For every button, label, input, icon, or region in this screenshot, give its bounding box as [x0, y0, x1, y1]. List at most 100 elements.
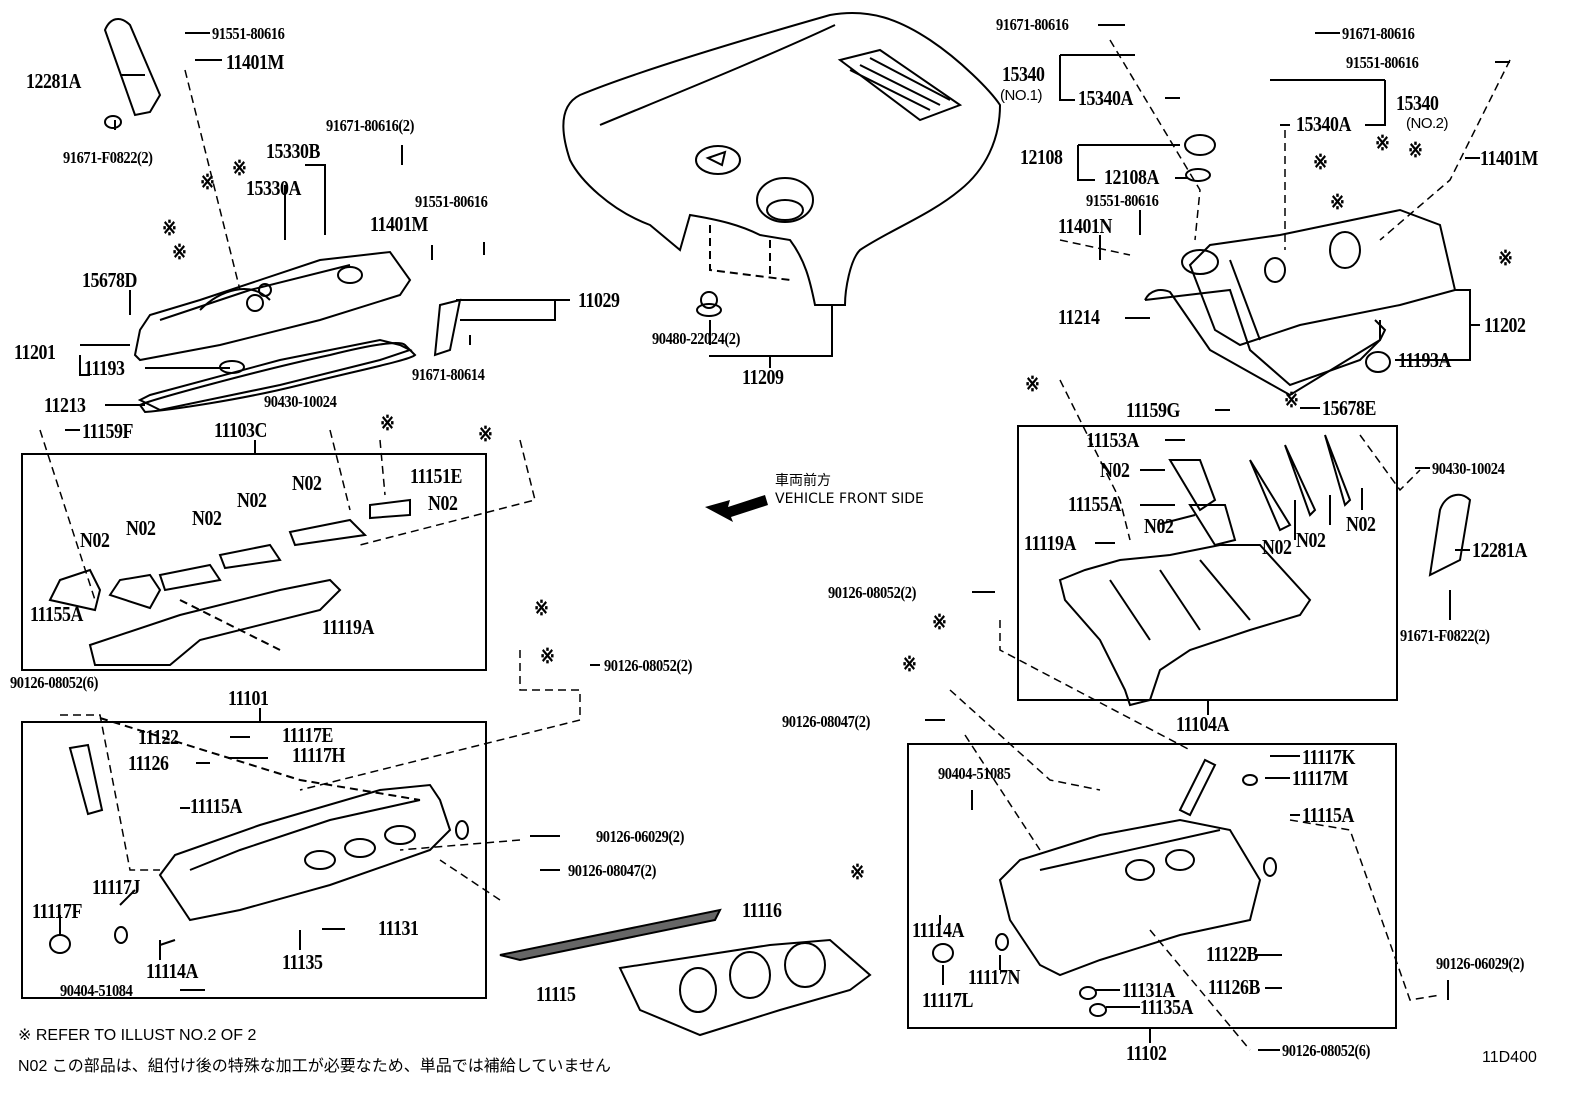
part-label[interactable]: 15340A — [1296, 112, 1351, 136]
part-label[interactable]: 90126-06029(2) — [596, 827, 684, 846]
part-label[interactable]: 11202 — [1484, 313, 1526, 337]
part-label[interactable]: 11159F — [82, 419, 134, 443]
n02-label[interactable]: N02 — [126, 516, 156, 540]
part-label[interactable]: 11135 — [282, 950, 323, 974]
part-label[interactable]: 90430-10024 — [1432, 459, 1505, 478]
part-label[interactable]: 11209 — [742, 365, 784, 389]
part-label[interactable]: 90126-08047(2) — [782, 712, 870, 731]
diagram-code: 11D400 — [1482, 1049, 1537, 1066]
part-label[interactable]: 11401M — [370, 212, 428, 236]
part-label[interactable]: 11155A — [1068, 492, 1122, 516]
part-label[interactable]: 11193A — [1398, 348, 1452, 372]
part-label[interactable]: 15678D — [82, 268, 137, 292]
part-label[interactable]: 91671-F0822(2) — [1400, 626, 1490, 645]
part-label[interactable]: 91551-80616 — [1086, 191, 1159, 210]
part-label[interactable]: 90430-10024 — [264, 392, 337, 411]
part-label[interactable]: 11159G — [1126, 398, 1181, 422]
part-label[interactable]: 15678E — [1322, 396, 1376, 420]
part-label[interactable]: 15330A — [246, 176, 301, 200]
n02-label[interactable]: N02 — [1346, 512, 1376, 536]
part-label[interactable]: 11116 — [742, 898, 782, 922]
part-label[interactable]: 11104A — [1176, 712, 1230, 736]
n02-label[interactable]: N02 — [1100, 458, 1130, 482]
part-label[interactable]: 11029 — [578, 288, 620, 312]
part-label[interactable]: 11117H — [292, 743, 346, 767]
part-label[interactable]: 90126-08052(6) — [1282, 1041, 1370, 1060]
part-label[interactable]: 11117M — [1292, 766, 1348, 790]
part-label[interactable]: 11131 — [378, 916, 419, 940]
part-label[interactable]: 90404-51085 — [938, 764, 1011, 783]
part-label[interactable]: 11103C — [214, 418, 268, 442]
part-label[interactable]: 11193 — [84, 356, 125, 380]
part-label[interactable]: 91551-80616 — [1346, 53, 1419, 72]
part-label[interactable]: 11117E — [282, 723, 334, 747]
n02-label[interactable]: N02 — [1296, 528, 1326, 552]
part-label[interactable]: 11117J — [92, 875, 141, 899]
part-label[interactable]: 11114A — [146, 959, 199, 983]
part-label[interactable]: 11131A — [1122, 978, 1176, 1002]
part-label[interactable]: 11135A — [1140, 995, 1194, 1019]
part-label[interactable]: 90126-08047(2) — [568, 861, 656, 880]
part-label[interactable]: 11119A — [322, 615, 375, 639]
part-label[interactable]: 12281A — [1472, 538, 1527, 562]
part-label[interactable]: 11102 — [1126, 1041, 1167, 1065]
part-label[interactable]: 11201 — [14, 340, 56, 364]
part-label[interactable]: 11126B — [1208, 975, 1261, 999]
n02-label[interactable]: N02 — [428, 491, 458, 515]
part-label[interactable]: 11151E — [410, 464, 463, 488]
part-label[interactable]: 11117K — [1302, 745, 1356, 769]
n02-label[interactable]: N02 — [292, 471, 322, 495]
part-label[interactable]: 11126 — [128, 751, 169, 775]
part-label[interactable]: 91671-80614 — [412, 365, 485, 384]
ref-mark: ※ — [1313, 150, 1328, 174]
part-label[interactable]: 15330B — [266, 139, 320, 163]
part-label[interactable]: 15340 — [1396, 91, 1439, 115]
ref-mark: ※ — [1408, 138, 1423, 162]
part-label[interactable]: 12281A — [26, 69, 81, 93]
part-label[interactable]: 11117L — [922, 988, 974, 1012]
part-label[interactable]: 15340 — [1002, 62, 1045, 86]
part-label[interactable]: 15340A — [1078, 86, 1133, 110]
part-label[interactable]: 91671-80616 — [1342, 24, 1415, 43]
part-label[interactable]: 91671-F0822(2) — [63, 148, 153, 167]
part-label[interactable]: 11122B — [1206, 942, 1259, 966]
part-label[interactable]: 11401M — [1480, 146, 1538, 170]
part-label[interactable]: 11213 — [44, 393, 86, 417]
engine-cover-drawing — [562, 12, 1002, 306]
ref-mark: ※ — [162, 216, 177, 240]
part-label[interactable]: 11114A — [912, 918, 965, 942]
part-label[interactable]: 11153A — [1086, 428, 1140, 452]
part-label[interactable]: 11214 — [1058, 305, 1100, 329]
part-label[interactable]: 11122 — [138, 725, 179, 749]
part-label[interactable]: 91551-80616 — [212, 24, 285, 43]
part-label[interactable]: 12108 — [1020, 145, 1063, 169]
part-label[interactable]: 11101 — [228, 686, 269, 710]
part-label[interactable]: 90126-08052(2) — [828, 583, 916, 602]
n02-label[interactable]: N02 — [1262, 535, 1292, 559]
n02-label[interactable]: N02 — [80, 528, 110, 552]
ref-mark: ※ — [540, 644, 555, 668]
part-label[interactable]: 11115A — [190, 794, 243, 818]
part-label[interactable]: 90480-22024(2) — [652, 329, 740, 348]
n02-label[interactable]: N02 — [237, 488, 267, 512]
part-label[interactable]: 90126-08052(6) — [10, 673, 98, 692]
part-label[interactable]: 90126-08052(2) — [604, 656, 692, 675]
part-label[interactable]: 90404-51084 — [60, 981, 133, 1000]
part-label[interactable]: 11115 — [536, 982, 576, 1006]
part-label[interactable]: 91671-80616 — [996, 15, 1069, 34]
part-label[interactable]: 11115A — [1302, 803, 1355, 827]
part-label[interactable]: 11401N — [1058, 214, 1112, 238]
part-label[interactable]: 90126-06029(2) — [1436, 954, 1524, 973]
part-label[interactable]: 91551-80616 — [415, 192, 488, 211]
part-label[interactable]: 11155A — [30, 602, 84, 626]
ref-mark: ※ — [1498, 246, 1513, 270]
part-label[interactable]: 12108A — [1104, 165, 1159, 189]
n02-label[interactable]: N02 — [192, 506, 222, 530]
part-label[interactable]: 11119A — [1024, 531, 1077, 555]
part-label[interactable]: 11117N — [968, 965, 1021, 989]
part-label[interactable]: 91671-80616(2) — [326, 116, 414, 135]
part-label[interactable]: 11117F — [32, 899, 83, 923]
n02-label[interactable]: N02 — [1144, 514, 1174, 538]
part-label[interactable]: 11401M — [226, 50, 284, 74]
right-cam-housing-drawing — [1058, 434, 1352, 707]
